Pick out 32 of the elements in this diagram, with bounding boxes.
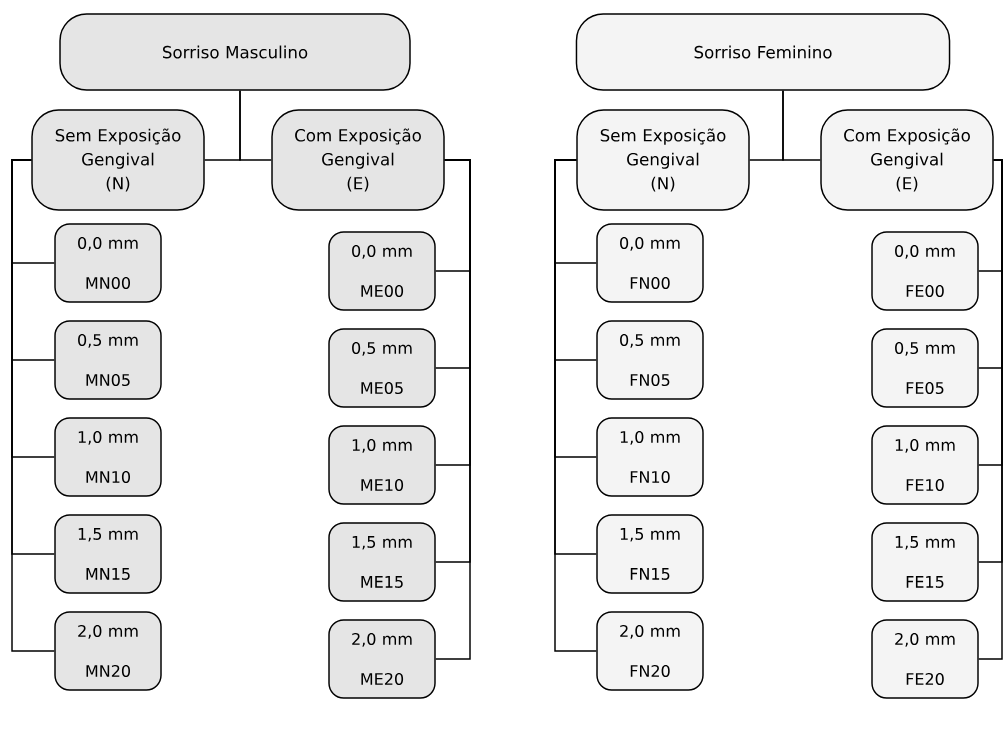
connector-line	[978, 159, 1003, 660]
measurement-box: 0,0 mm MN00	[54, 223, 162, 303]
category-box: Sem Exposição Gengival (N)	[576, 109, 750, 211]
measurement-box: 1,0 mm FE10	[871, 425, 979, 505]
measurement-box: 0,5 mm FN05	[596, 320, 704, 400]
measurement-box: 1,5 mm MN15	[54, 514, 162, 594]
measurement-box: 2,0 mm FE20	[871, 619, 979, 699]
measurement-box: 1,5 mm ME15	[328, 522, 436, 602]
category-box: Com Exposição Gengival (E)	[820, 109, 994, 211]
connector-line	[782, 90, 821, 161]
measurement-box: 2,0 mm MN20	[54, 611, 162, 691]
root-box: Sorriso Feminino	[575, 13, 951, 91]
connector-line	[435, 159, 471, 660]
category-box: Com Exposição Gengival (E)	[271, 109, 445, 211]
connector-line	[554, 159, 597, 652]
measurement-box: 0,5 mm ME05	[328, 328, 436, 408]
measurement-box: 1,5 mm FE15	[871, 522, 979, 602]
measurement-box: 1,0 mm MN10	[54, 417, 162, 497]
connector-line	[239, 90, 272, 161]
measurement-box: 2,0 mm FN20	[596, 611, 704, 691]
measurement-box: 1,0 mm ME10	[328, 425, 436, 505]
measurement-box: 1,5 mm FN15	[596, 514, 704, 594]
measurement-box: 0,0 mm ME00	[328, 231, 436, 311]
measurement-box: 2,0 mm ME20	[328, 619, 436, 699]
connector-line	[11, 159, 55, 652]
measurement-box: 0,5 mm MN05	[54, 320, 162, 400]
root-box: Sorriso Masculino	[59, 13, 411, 91]
category-box: Sem Exposição Gengival (N)	[31, 109, 205, 211]
measurement-box: 0,5 mm FE05	[871, 328, 979, 408]
measurement-box: 0,0 mm FN00	[596, 223, 704, 303]
measurement-box: 1,0 mm FN10	[596, 417, 704, 497]
measurement-box: 0,0 mm FE00	[871, 231, 979, 311]
